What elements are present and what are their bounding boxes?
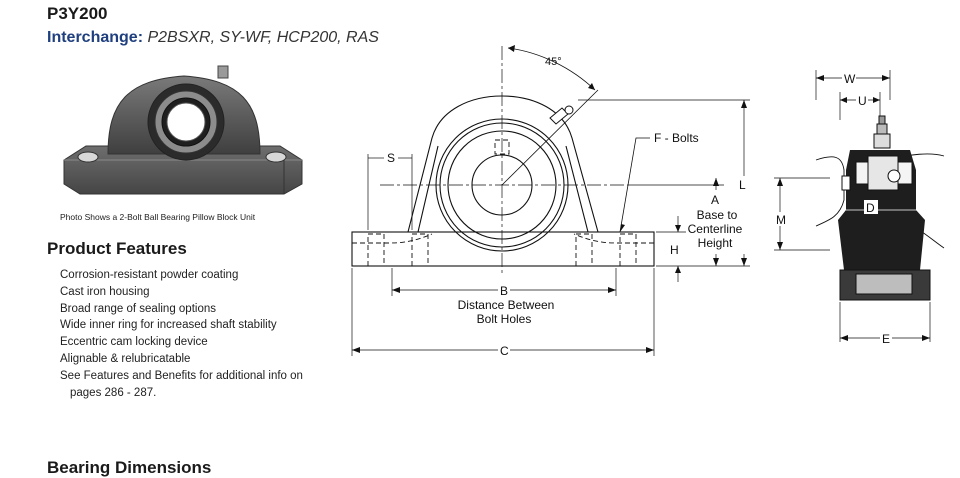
features-heading: Product Features: [47, 239, 187, 258]
interchange-line: Interchange: P2BSXR, SY-WF, HCP200, RAS: [47, 29, 379, 47]
a-label: A: [711, 193, 719, 207]
features-list: Corrosion-resistant powder coating Cast …: [60, 267, 303, 401]
angle-label: 45°: [545, 56, 562, 68]
e-label: E: [882, 332, 890, 346]
feature-item: Wide inner ring for increased shaft stab…: [60, 319, 277, 332]
feature-item: Eccentric cam locking device: [60, 336, 208, 349]
l-label: L: [739, 178, 746, 192]
b-desc-line2: Bolt Holes: [477, 312, 532, 326]
h-label: H: [670, 243, 679, 257]
c-label: C: [500, 344, 509, 358]
u-label: U: [858, 94, 867, 108]
feature-item: Corrosion-resistant powder coating: [60, 269, 239, 281]
photo-caption: Photo Shows a 2-Bolt Ball Bearing Pillow…: [60, 212, 256, 222]
s-label: S: [387, 151, 395, 165]
b-label: B: [500, 284, 508, 298]
interchange-value: P2BSXR, SY-WF, HCP200, RAS: [147, 29, 379, 46]
bolts-label: F - Bolts: [654, 131, 699, 145]
interchange-label: Interchange:: [47, 29, 144, 46]
product-photo: [63, 65, 303, 195]
m-label: M: [776, 213, 786, 227]
a-desc-line3: Height: [698, 236, 733, 250]
feature-item: Cast iron housing: [60, 285, 150, 298]
feature-item: pages 286 - 287.: [70, 386, 157, 399]
d-label: D: [866, 201, 875, 215]
feature-item: Broad range of sealing options: [60, 302, 216, 315]
dimensions-heading: Bearing Dimensions: [47, 458, 212, 477]
a-desc-line2: Centerline: [688, 222, 743, 236]
feature-item: See Features and Benefits for additional…: [60, 369, 303, 382]
front-view-drawing: 45° F - Bolts S L A Base to Centerline H…: [351, 45, 751, 358]
w-label: W: [844, 72, 856, 86]
part-number: P3Y200: [47, 4, 108, 23]
b-desc-line1: Distance Between: [458, 298, 555, 312]
feature-item: Alignable & relubricatable: [60, 352, 191, 365]
a-desc-line1: Base to: [697, 208, 738, 222]
side-view-drawing: W U D M E: [774, 70, 945, 346]
